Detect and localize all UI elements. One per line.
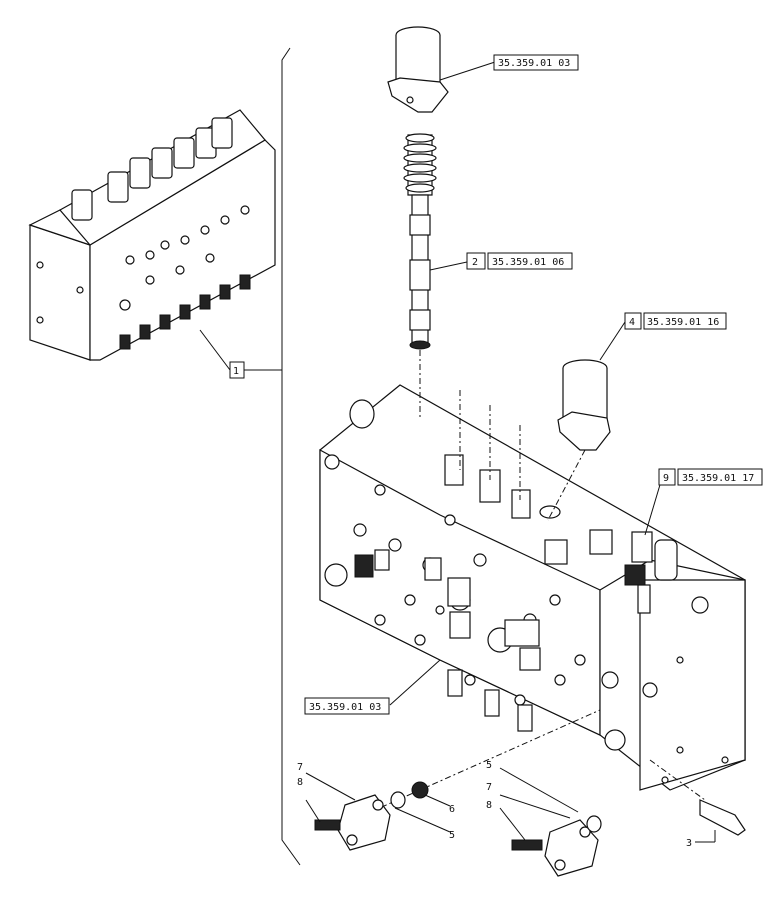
callout-index-4: 4: [629, 317, 635, 328]
solenoid-cap-right: [557, 359, 611, 451]
item-5-left: 5: [449, 830, 455, 841]
callout-box-2: [466, 252, 486, 270]
leader-top-ref: [439, 61, 496, 81]
callout-box-9: [658, 468, 676, 486]
cartridge-valve-9: [624, 531, 678, 614]
cover-plate-right: [511, 815, 602, 877]
ref-top-label: 35.359.01 03: [498, 58, 570, 69]
ref-spool-label: 35.359.01 06: [492, 257, 564, 268]
spool-assembly: [403, 133, 437, 350]
item-7-right: 7: [486, 782, 492, 793]
item-3: 3: [686, 838, 692, 849]
ref-solenoid-label: 35.359.01 16: [647, 317, 719, 328]
item-7-left: 7: [297, 762, 303, 773]
ref-block-label: 35.359.01 03: [309, 702, 381, 713]
grouping-bracket: [281, 47, 301, 866]
callout-index-2: 2: [472, 257, 478, 268]
callout-box-1: [229, 361, 245, 379]
assembled-valve-overview: [28, 109, 276, 361]
leader-valve-ref: [644, 477, 663, 536]
bolt-3: [699, 799, 746, 836]
item-8-left: 8: [297, 777, 303, 788]
item-5-right: 5: [486, 760, 492, 771]
cover-plate-left: [314, 781, 429, 851]
callout-index-9: 9: [663, 473, 669, 484]
item-6: 6: [449, 804, 455, 815]
ref-valve-label: 35.359.01 17: [682, 473, 754, 484]
leader-block-ref: [389, 659, 441, 706]
callout-index-1: 1: [233, 366, 239, 377]
leader-spool-ref: [429, 261, 468, 271]
item-8-right: 8: [486, 800, 492, 811]
main-valve-block: [319, 384, 746, 791]
callout-box-4: [624, 312, 642, 330]
leader-solenoid-ref: [599, 321, 626, 361]
leader-1: [199, 329, 231, 371]
solenoid-cap-top: [387, 26, 449, 113]
